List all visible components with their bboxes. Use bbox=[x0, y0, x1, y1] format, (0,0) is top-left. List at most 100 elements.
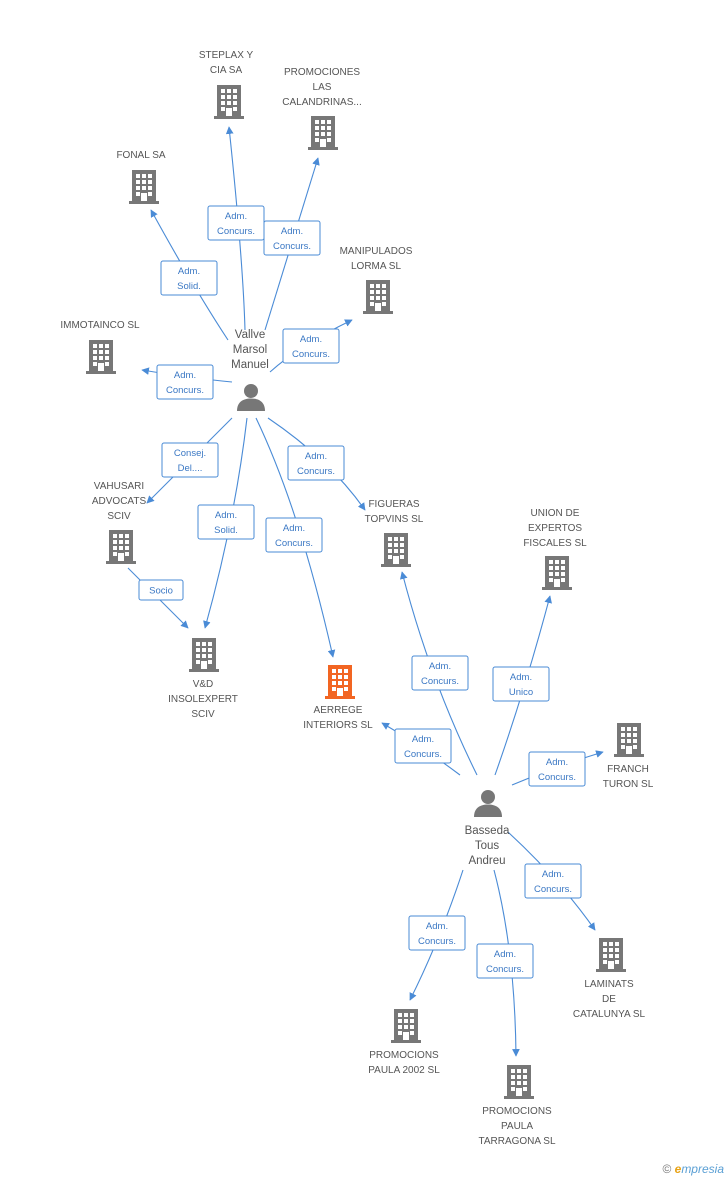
company-label: FONAL SA bbox=[116, 150, 165, 161]
relation-r_vahusari[interactable]: Consej.Del.... bbox=[161, 442, 219, 478]
relation-r_laminats[interactable]: Adm. Concurs. bbox=[524, 863, 582, 899]
brand-logo-text: mpresia bbox=[681, 1162, 724, 1176]
company-label: PROMOCIONS bbox=[482, 1106, 552, 1117]
company-union[interactable]: UNION DE EXPERTOS FISCALES SL bbox=[523, 508, 587, 590]
empresia-brand[interactable]: © empresia bbox=[662, 1162, 724, 1176]
relation-box bbox=[197, 504, 255, 540]
company-label: FIGUERAS bbox=[368, 499, 419, 510]
company-label: LAMINATS bbox=[584, 979, 634, 990]
relation-label: Del.... bbox=[178, 463, 203, 474]
relation-r_aerrege_v[interactable]: Adm. Concurs. bbox=[265, 517, 323, 553]
relation-r_figueras[interactable]: Adm. Concurs. bbox=[287, 445, 345, 481]
r_steplax-edge bbox=[225, 126, 246, 331]
relation-label: Concurs. bbox=[217, 226, 255, 237]
relation-r_immotainco[interactable]: Adm. Concurs. bbox=[156, 364, 214, 400]
relation-label: Adm. bbox=[494, 949, 516, 960]
relation-r_franch[interactable]: Adm.Concurs. bbox=[528, 751, 586, 787]
relation-r_socio[interactable]: Socio bbox=[138, 579, 184, 601]
relation-label: Adm. bbox=[426, 921, 448, 932]
building-icon bbox=[504, 1065, 534, 1099]
company-label: SCIV bbox=[191, 709, 215, 720]
relation-label: Adm. bbox=[281, 226, 303, 237]
company-label: UNION DE bbox=[531, 508, 580, 519]
company-label: TURON SL bbox=[603, 779, 654, 790]
company-label: DE bbox=[602, 994, 616, 1005]
relation-label: Concurs. bbox=[421, 676, 459, 687]
company-label: CALANDRINAS... bbox=[282, 97, 361, 108]
relation-label: Adm. bbox=[300, 334, 322, 345]
company-label: AERREGE bbox=[314, 705, 363, 716]
relation-label: Socio bbox=[149, 586, 173, 597]
relation-label: Concurs. bbox=[297, 466, 335, 477]
relation-box bbox=[287, 445, 345, 481]
relation-r_manipulados[interactable]: Adm. Concurs. bbox=[282, 328, 340, 364]
company-label: STEPLAX Y bbox=[199, 50, 254, 61]
relation-r_steplax[interactable]: Adm. Concurs. bbox=[207, 205, 265, 241]
company-fonal[interactable]: FONAL SA bbox=[116, 150, 166, 204]
relation-label: Adm. bbox=[225, 211, 247, 222]
company-label: V&D bbox=[193, 679, 214, 690]
building-icon bbox=[391, 1009, 421, 1043]
person-icon bbox=[237, 384, 265, 411]
relation-label: Adm. bbox=[305, 451, 327, 462]
relation-box bbox=[524, 863, 582, 899]
company-label: FRANCH bbox=[607, 764, 649, 775]
relation-label: Solid. bbox=[177, 281, 201, 292]
relation-r_paula2002[interactable]: Adm. Concurs. bbox=[408, 915, 466, 951]
relation-label: Adm. bbox=[174, 370, 196, 381]
relation-label: Adm. bbox=[283, 523, 305, 534]
person-label: Manuel bbox=[231, 359, 269, 371]
relation-r_union[interactable]: Adm.Unico bbox=[492, 666, 550, 702]
company-label: EXPERTOS bbox=[528, 523, 582, 534]
relation-label: Concurs. bbox=[292, 349, 330, 360]
relation-r_paula_tarragona[interactable]: Adm. Concurs. bbox=[476, 943, 534, 979]
relation-label: Concurs. bbox=[418, 936, 456, 947]
relation-box bbox=[394, 728, 452, 764]
relation-box bbox=[408, 915, 466, 951]
company-label: FISCALES SL bbox=[523, 538, 587, 549]
relation-r_fonal[interactable]: Adm. Solid. bbox=[160, 260, 218, 296]
relation-box bbox=[161, 442, 219, 478]
company-immotainco[interactable]: IMMOTAINCO SL bbox=[60, 320, 140, 374]
company-promo_calandrinas[interactable]: PROMOCIONES LAS CALANDRINAS... bbox=[282, 67, 362, 150]
person-icon bbox=[474, 790, 502, 817]
relation-r_vd_solid[interactable]: Adm.Solid. bbox=[197, 504, 255, 540]
relation-box bbox=[282, 328, 340, 364]
relation-r_calandrinas[interactable]: Adm. Concurs. bbox=[263, 220, 321, 256]
company-franch[interactable]: FRANCH TURON SL bbox=[603, 723, 654, 790]
relation-label: Concurs. bbox=[273, 241, 311, 252]
relation-label: Concurs. bbox=[166, 385, 204, 396]
building-icon bbox=[596, 938, 626, 972]
relation-r_figueras_b[interactable]: Adm.Concurs. bbox=[411, 655, 469, 691]
relation-r_aerrege_b[interactable]: Adm.Concurs. bbox=[394, 728, 452, 764]
copyright-icon: © bbox=[662, 1162, 672, 1176]
company-label: IMMOTAINCO SL bbox=[60, 320, 140, 331]
relation-label: Adm. bbox=[178, 266, 200, 277]
relation-label: Concurs. bbox=[275, 538, 313, 549]
building-icon bbox=[325, 665, 355, 699]
company-label: MANIPULADOS bbox=[340, 246, 413, 257]
building-icon bbox=[308, 116, 338, 150]
company-label: PAULA 2002 SL bbox=[368, 1065, 440, 1076]
relation-label: Adm. bbox=[542, 869, 564, 880]
person-label: Marsol bbox=[233, 344, 268, 356]
company-label: PROMOCIONES bbox=[284, 67, 360, 78]
relation-label: Concurs. bbox=[486, 964, 524, 975]
relation-label: Concurs. bbox=[534, 884, 572, 895]
person-label: Andreu bbox=[468, 855, 505, 867]
relation-box bbox=[263, 220, 321, 256]
company-label: SCIV bbox=[107, 511, 131, 522]
building-icon bbox=[214, 85, 244, 119]
company-label: LAS bbox=[313, 82, 332, 93]
